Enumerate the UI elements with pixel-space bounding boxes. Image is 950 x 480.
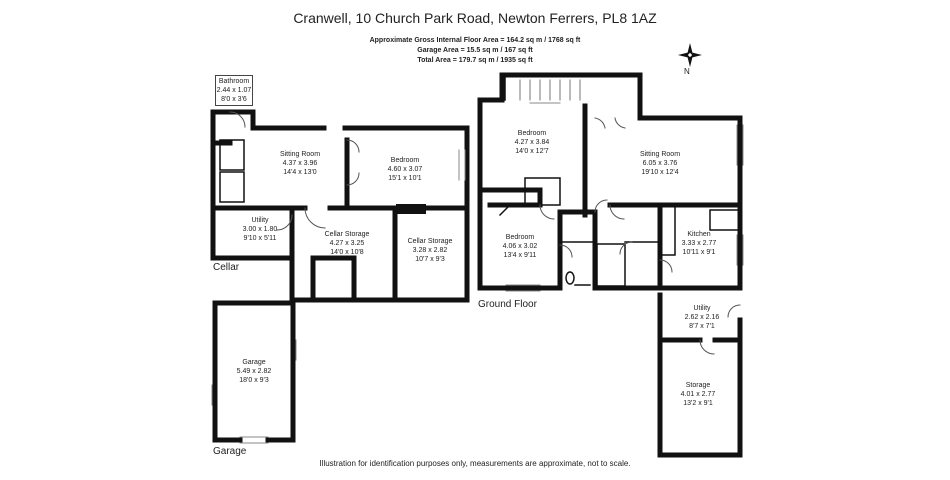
room-cellar-utility: Utility 3.00 x 1.80 9'10 x 5'11 — [230, 216, 290, 243]
garage-area: Garage Area = 15.5 sq m / 167 sq ft — [417, 47, 533, 54]
room-imperial: 10'7 x 9'3 — [415, 256, 445, 263]
room-storage: Storage 4.01 x 2.77 13'2 x 9'1 — [668, 381, 728, 408]
room-imperial: 14'4 x 13'0 — [283, 169, 317, 176]
room-imperial: 13'4 x 9'11 — [503, 252, 537, 259]
room-imperial: 10'11 x 9'1 — [682, 249, 716, 256]
room-imperial: 14'0 x 12'7 — [515, 148, 549, 155]
room-garage: Garage 5.49 x 2.82 18'0 x 9'3 — [224, 358, 284, 385]
room-imperial: 15'1 x 10'1 — [388, 175, 422, 182]
disclaimer-caption: Illustration for identification purposes… — [319, 459, 631, 468]
room-ground-utility: Utility 2.62 x 2.16 8'7 x 7'1 — [672, 304, 732, 331]
room-metric: 3.33 x 2.77 — [681, 240, 717, 247]
cellar-thin-walls — [219, 139, 466, 203]
room-name: Kitchen — [687, 231, 711, 238]
bathroom-imperial: 8'0 x 3'6 — [221, 96, 247, 103]
room-metric: 4.06 x 3.02 — [502, 243, 538, 250]
gross-area: Approximate Gross Internal Floor Area = … — [369, 37, 581, 44]
room-imperial: 13'2 x 9'1 — [683, 400, 713, 407]
compass-icon — [678, 43, 702, 67]
room-metric: 4.01 x 2.77 — [680, 391, 716, 398]
ground-doors — [539, 117, 741, 355]
room-metric: 4.27 x 3.84 — [514, 139, 550, 146]
room-metric: 6.05 x 3.76 — [642, 160, 678, 167]
room-kitchen: Kitchen 3.33 x 2.77 10'11 x 9'1 — [669, 230, 729, 257]
room-metric: 3.00 x 1.80 — [242, 226, 278, 233]
room-name: Cellar Storage — [407, 238, 453, 245]
room-name: Storage — [685, 382, 711, 389]
room-name: Bedroom — [505, 234, 535, 241]
plan-title: Cranwell, 10 Church Park Road, Newton Fe… — [293, 10, 657, 26]
room-name: Bedroom — [517, 130, 547, 137]
garage-walls — [212, 300, 296, 443]
room-imperial: 8'7 x 7'1 — [689, 323, 715, 330]
room-name: Sitting Room — [639, 151, 681, 158]
compass-north-label: N — [684, 67, 690, 76]
room-cellar-storage-2: Cellar Storage 3.28 x 2.82 10'7 x 9'3 — [395, 237, 465, 264]
room-ground-bedroom-1: Bedroom 4.27 x 3.84 14'0 x 12'7 — [502, 129, 562, 156]
room-cellar-storage-1: Cellar Storage 4.27 x 3.25 14'0 x 10'8 — [312, 230, 382, 257]
room-name: Sitting Room — [279, 151, 321, 158]
bathroom-name: Bathroom — [218, 78, 250, 85]
room-metric: 4.27 x 3.25 — [329, 240, 365, 247]
cellar-walls — [210, 109, 470, 303]
total-area: Total Area = 179.7 sq m / 1935 sq ft — [417, 57, 533, 64]
room-imperial: 9'10 x 5'11 — [243, 235, 277, 242]
room-imperial: 14'0 x 10'8 — [330, 249, 364, 256]
cellar-doors — [229, 111, 360, 231]
floor-label-cellar: Cellar — [213, 262, 240, 273]
room-name: Bedroom — [390, 157, 420, 164]
room-ground-bedroom-2: Bedroom 4.06 x 3.02 13'4 x 9'11 — [490, 233, 550, 260]
room-name: Utility — [251, 217, 269, 224]
room-cellar-bedroom: Bedroom 4.60 x 3.07 15'1 x 10'1 — [375, 156, 435, 183]
room-cellar-sitting: Sitting Room 4.37 x 3.96 14'4 x 13'0 — [270, 150, 330, 177]
room-name: Garage — [242, 359, 266, 366]
room-metric: 2.62 x 2.16 — [684, 314, 720, 321]
room-metric: 3.28 x 2.82 — [412, 247, 448, 254]
room-name: Utility — [693, 305, 711, 312]
room-name: Cellar Storage — [324, 231, 370, 238]
ground-floor-walls — [477, 72, 743, 458]
room-metric: 4.60 x 3.07 — [387, 166, 423, 173]
floor-label-ground: Ground Floor — [478, 299, 537, 310]
room-ground-sitting: Sitting Room 6.05 x 3.76 19'10 x 12'4 — [630, 150, 690, 177]
room-bathroom: Bathroom 2.44 x 1.07 8'0 x 3'6 — [215, 75, 253, 106]
room-imperial: 18'0 x 9'3 — [239, 377, 269, 384]
room-metric: 4.37 x 3.96 — [282, 160, 318, 167]
bathroom-metric: 2.44 x 1.07 — [216, 87, 252, 94]
room-imperial: 19'10 x 12'4 — [641, 169, 679, 176]
room-metric: 5.49 x 2.82 — [236, 368, 272, 375]
floor-label-garage: Garage — [213, 446, 247, 457]
